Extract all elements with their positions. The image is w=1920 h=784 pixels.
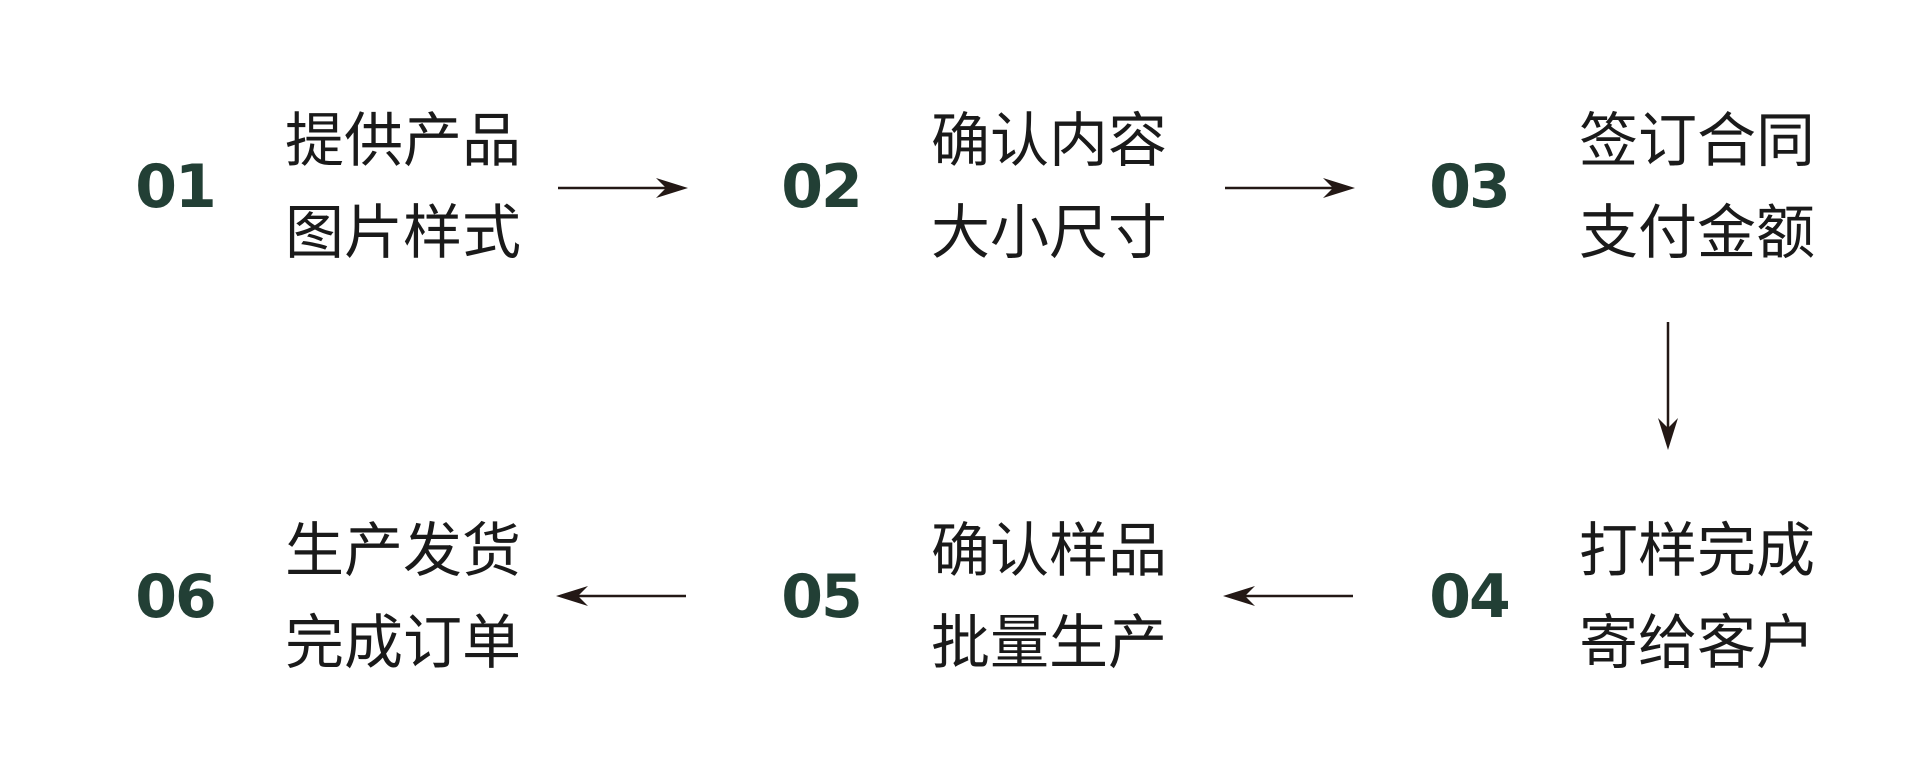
step-label-line-1: 确认样品 <box>931 516 1168 585</box>
step-number: 03 <box>1429 152 1511 222</box>
step-label-line-1: 签订合同 <box>1579 106 1816 175</box>
arrow-left-icon <box>556 586 686 606</box>
step-label-line-1: 打样完成 <box>1579 516 1816 585</box>
step-label: 打样完成 寄给客户 <box>1579 505 1815 689</box>
step-label: 确认内容 大小尺寸 <box>931 95 1167 279</box>
arrow-right-icon <box>558 178 688 198</box>
step-label-line-1: 确认内容 <box>931 106 1168 175</box>
step-label: 确认样品 批量生产 <box>931 505 1167 689</box>
arrow-right-icon <box>1225 178 1355 198</box>
arrow-down-icon <box>1658 322 1678 450</box>
arrow-left-icon <box>1223 586 1353 606</box>
step-06: 06 生产发货 完成订单 <box>110 505 521 689</box>
step-number: 02 <box>781 152 863 222</box>
step-label-line-2: 批量生产 <box>931 608 1168 677</box>
step-number: 06 <box>135 562 217 632</box>
step-label-line-2: 大小尺寸 <box>931 198 1168 267</box>
step-label: 提供产品 图片样式 <box>285 95 521 279</box>
step-label: 生产发货 完成订单 <box>285 505 521 689</box>
step-label-line-2: 完成订单 <box>285 608 522 677</box>
step-02: 02 确认内容 大小尺寸 <box>756 95 1167 279</box>
step-label-line-2: 寄给客户 <box>1579 608 1816 677</box>
step-number: 05 <box>781 562 863 632</box>
step-03: 03 签订合同 支付金额 <box>1404 95 1815 279</box>
step-04: 04 打样完成 寄给客户 <box>1404 505 1815 689</box>
step-number: 01 <box>135 152 217 222</box>
step-label-line-1: 提供产品 <box>285 106 522 175</box>
step-label-line-1: 生产发货 <box>285 516 522 585</box>
step-number: 04 <box>1429 562 1511 632</box>
step-01: 01 提供产品 图片样式 <box>110 95 521 279</box>
step-label-line-2: 图片样式 <box>285 198 522 267</box>
step-label: 签订合同 支付金额 <box>1579 95 1815 279</box>
step-05: 05 确认样品 批量生产 <box>756 505 1167 689</box>
step-label-line-2: 支付金额 <box>1579 198 1816 267</box>
